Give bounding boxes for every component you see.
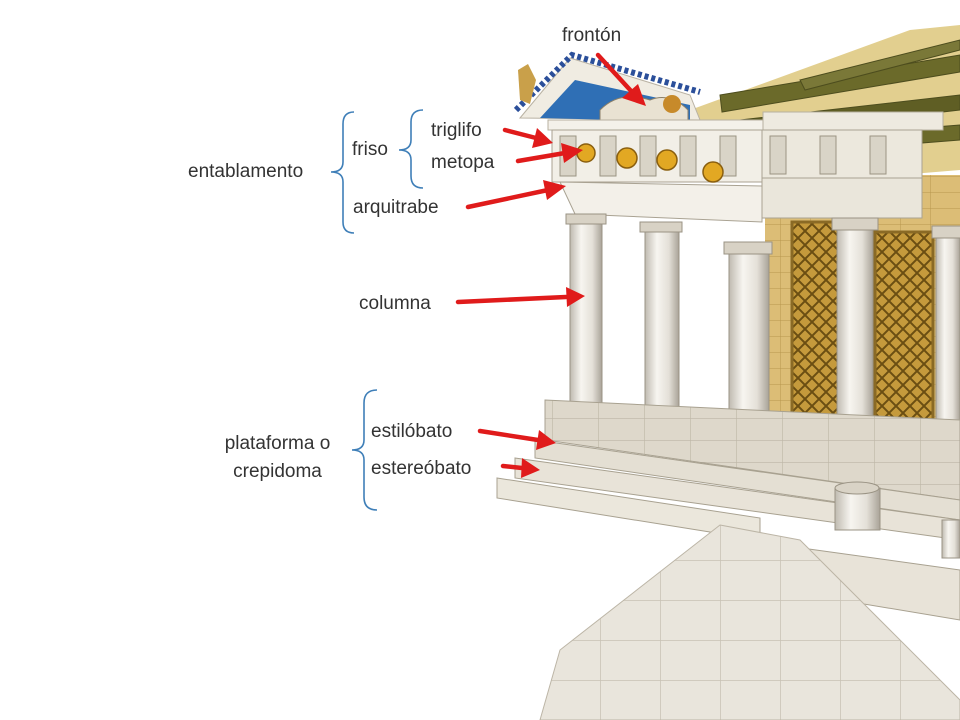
label-entablamento: entablamento bbox=[188, 161, 304, 182]
column-drum bbox=[834, 487, 881, 531]
label-friso: friso bbox=[352, 139, 388, 160]
pediment-cornice bbox=[513, 51, 701, 113]
arrow-arquitrabe bbox=[465, 180, 566, 210]
label-arquitrabe: arquitrabe bbox=[353, 197, 439, 218]
bracket-friso bbox=[398, 109, 424, 189]
architrave-illustration bbox=[559, 181, 763, 223]
arrow-estilobato bbox=[477, 428, 556, 450]
arrow-triglifo bbox=[502, 127, 553, 148]
bracket-entablamento bbox=[330, 111, 355, 234]
label-plataforma-line1: plataforma o bbox=[224, 433, 331, 454]
arrow-metopa bbox=[515, 143, 583, 164]
lattice-door-left bbox=[790, 220, 842, 434]
bracket-plataforma bbox=[351, 389, 378, 511]
cornice bbox=[547, 119, 764, 131]
label-plataforma: plataforma o crepidoma bbox=[205, 430, 350, 486]
label-estilobato: estilóbato bbox=[371, 421, 453, 442]
stylobate-illustration bbox=[544, 399, 960, 501]
frieze-illustration bbox=[551, 129, 923, 183]
arrow-fronton bbox=[595, 52, 646, 106]
arrow-estereobato bbox=[500, 458, 540, 478]
label-fronton: frontón bbox=[562, 25, 622, 46]
brackets bbox=[330, 109, 424, 511]
lattice-door-right bbox=[873, 230, 935, 454]
label-plataforma-line2: crepidoma bbox=[233, 461, 322, 482]
arrow-columna bbox=[455, 287, 585, 307]
label-columna: columna bbox=[359, 293, 431, 314]
label-metopa: metopa bbox=[431, 152, 495, 173]
arrows bbox=[455, 52, 646, 478]
label-triglifo: triglifo bbox=[431, 120, 482, 141]
acroterion bbox=[518, 64, 536, 104]
temple-illustration bbox=[496, 25, 960, 720]
ramp bbox=[539, 524, 960, 720]
label-estereobato: estereóbato bbox=[371, 458, 472, 479]
